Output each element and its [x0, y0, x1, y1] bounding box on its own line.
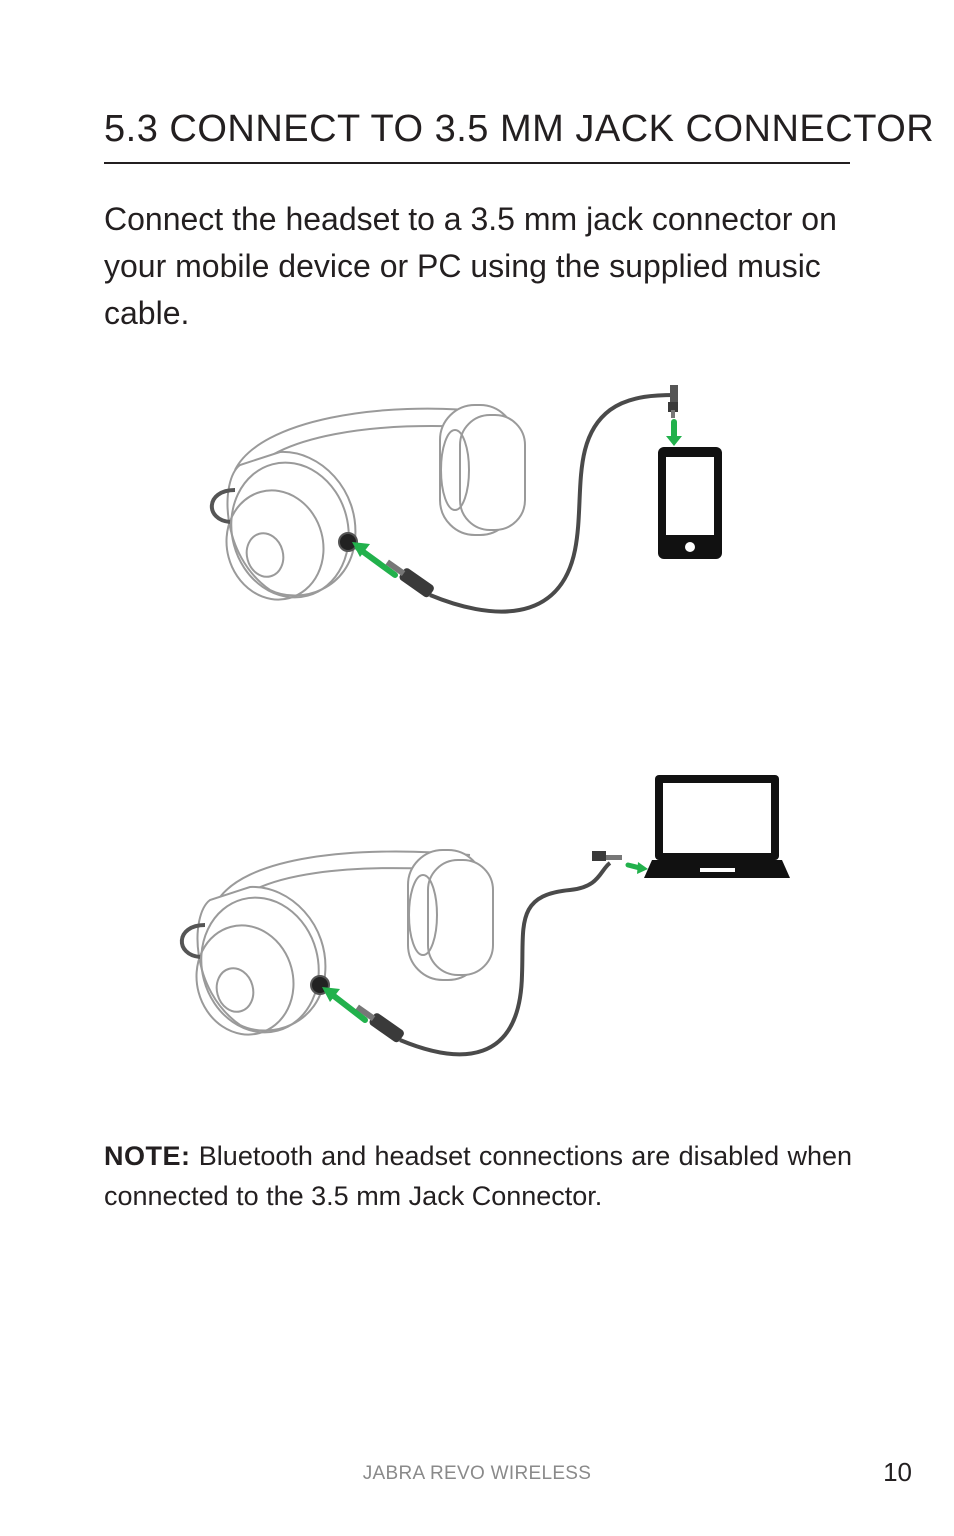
note-paragraph: NOTE: Bluetooth and headset connections … [104, 1136, 852, 1216]
headset-icon [179, 849, 494, 1036]
page-number: 10 [883, 1457, 912, 1487]
jack-plug-icon [668, 385, 678, 418]
headset-phone-illustration [209, 385, 722, 614]
phone-icon [658, 447, 722, 559]
intro-paragraph: Connect the headset to a 3.5 mm jack con… [104, 201, 837, 331]
title-rule [104, 162, 850, 164]
music-cable [399, 861, 612, 1057]
music-cable [429, 393, 676, 614]
section-title: 5.3 CONNECT TO 3.5 MM JACK CONNECTOR [104, 108, 935, 150]
jack-plug-icon [385, 559, 434, 598]
headset-icon [209, 404, 526, 601]
arrow-icon [625, 862, 648, 874]
jack-plug-icon [355, 1004, 404, 1043]
figure-headset-phone [190, 380, 770, 640]
arrow-icon [666, 419, 682, 446]
figure-headset-laptop [170, 765, 800, 1070]
footer-product-name: JABRA REVO WIRELESS [362, 1463, 592, 1484]
jack-plug-icon [592, 851, 622, 861]
note-text: Bluetooth and headset connections are di… [104, 1141, 852, 1211]
note-label: NOTE: [104, 1141, 191, 1171]
arrow-icon [352, 542, 398, 578]
headset-laptop-illustration [179, 775, 790, 1057]
arrow-icon [322, 987, 368, 1023]
laptop-icon [644, 775, 790, 878]
